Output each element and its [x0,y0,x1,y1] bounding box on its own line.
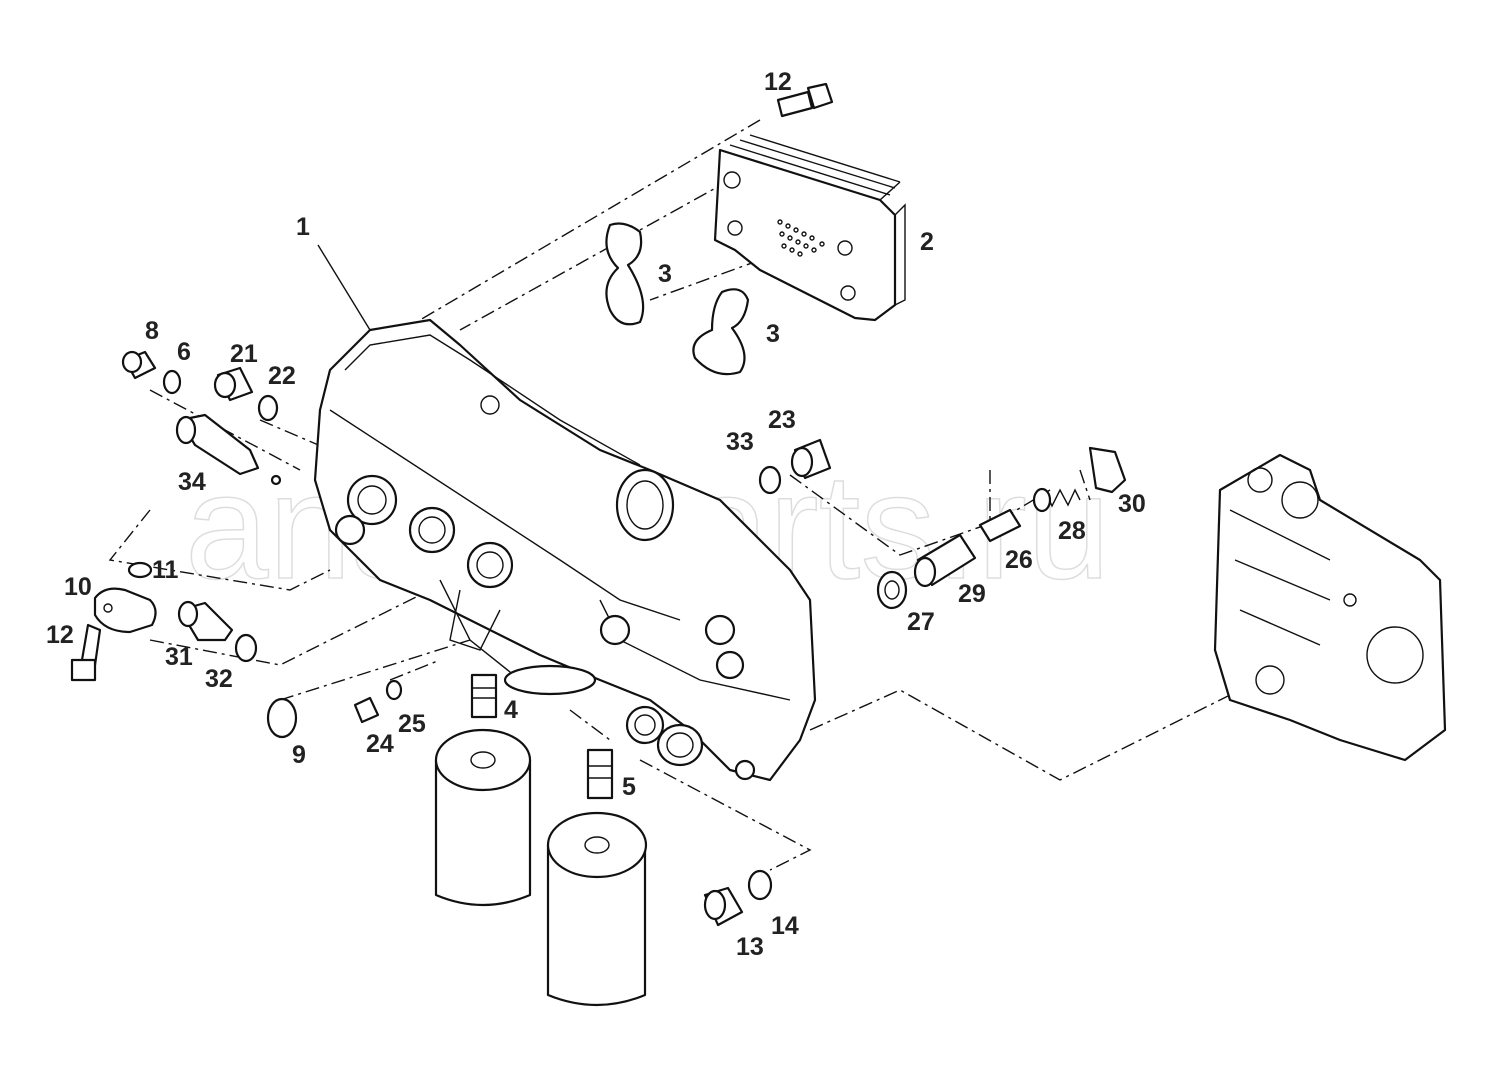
plug-8 [121,350,157,380]
valve-piston-29 [913,533,977,588]
callout-23: 23 [768,406,796,434]
callout-3-lower: 3 [766,320,780,348]
callout-31: 31 [165,643,193,671]
callout-1: 1 [296,213,310,241]
callout-12-left: 12 [46,621,74,649]
plug-24 [353,696,380,724]
callout-26: 26 [1005,546,1033,574]
nipple-4 [470,673,498,719]
callout-6: 6 [177,338,191,366]
callout-21: 21 [230,340,258,368]
seal-ring-33 [758,465,782,495]
callout-13: 13 [736,933,764,961]
callout-34: 34 [178,468,206,496]
callout-3-upper: 3 [658,260,672,288]
filter-housing [313,318,817,782]
plug-21 [213,366,254,402]
clip-30 [1088,446,1127,494]
callout-5: 5 [622,773,636,801]
seal-ring-32 [234,633,258,663]
callout-30: 30 [1118,490,1146,518]
callout-9: 9 [292,741,306,769]
callout-11: 11 [152,556,179,584]
callout-28: 28 [1058,517,1086,545]
seal-ring-14 [747,869,773,901]
oil-cooler [713,134,906,322]
callout-27: 27 [907,608,935,636]
callout-32: 32 [205,665,233,693]
seal-ring-9 [266,697,298,739]
callout-22: 22 [268,362,296,390]
plug-23 [790,438,832,480]
fitting-31 [177,600,234,642]
seal-ring-11 [127,561,153,579]
callout-25: 25 [398,710,426,738]
oil-filter-1 [434,728,532,907]
callout-24: 24 [366,730,394,758]
spring-28 [1032,487,1081,513]
callout-14: 14 [771,912,799,940]
gasket-upper [605,222,645,326]
engine-block-reference [1213,453,1447,762]
bolt-12-left [70,623,102,682]
seal-ring-22 [257,394,279,422]
callout-29: 29 [958,580,986,608]
cooler-perforation [777,219,825,257]
oil-filter-2 [546,811,648,1007]
seal-ring-6 [162,369,182,395]
sensor-34 [175,413,282,486]
pin-26 [978,508,1022,543]
callout-8: 8 [145,317,159,345]
bolt-top [776,82,834,118]
callout-2: 2 [920,228,934,256]
callout-labels: 1 2 3 3 4 5 6 8 9 10 11 12 12 13 14 21 2… [46,68,1146,961]
callout-4: 4 [504,696,518,724]
nipple-5 [586,748,614,800]
callout-12-top: 12 [764,68,792,96]
plug-13 [703,886,744,927]
callout-33: 33 [726,428,754,456]
leader-1 [317,244,371,331]
bushing-27 [876,570,908,610]
callout-10: 10 [64,573,92,601]
gasket-lower [692,288,750,376]
cover-plate-10 [93,587,157,634]
seal-ring-25 [385,679,403,701]
